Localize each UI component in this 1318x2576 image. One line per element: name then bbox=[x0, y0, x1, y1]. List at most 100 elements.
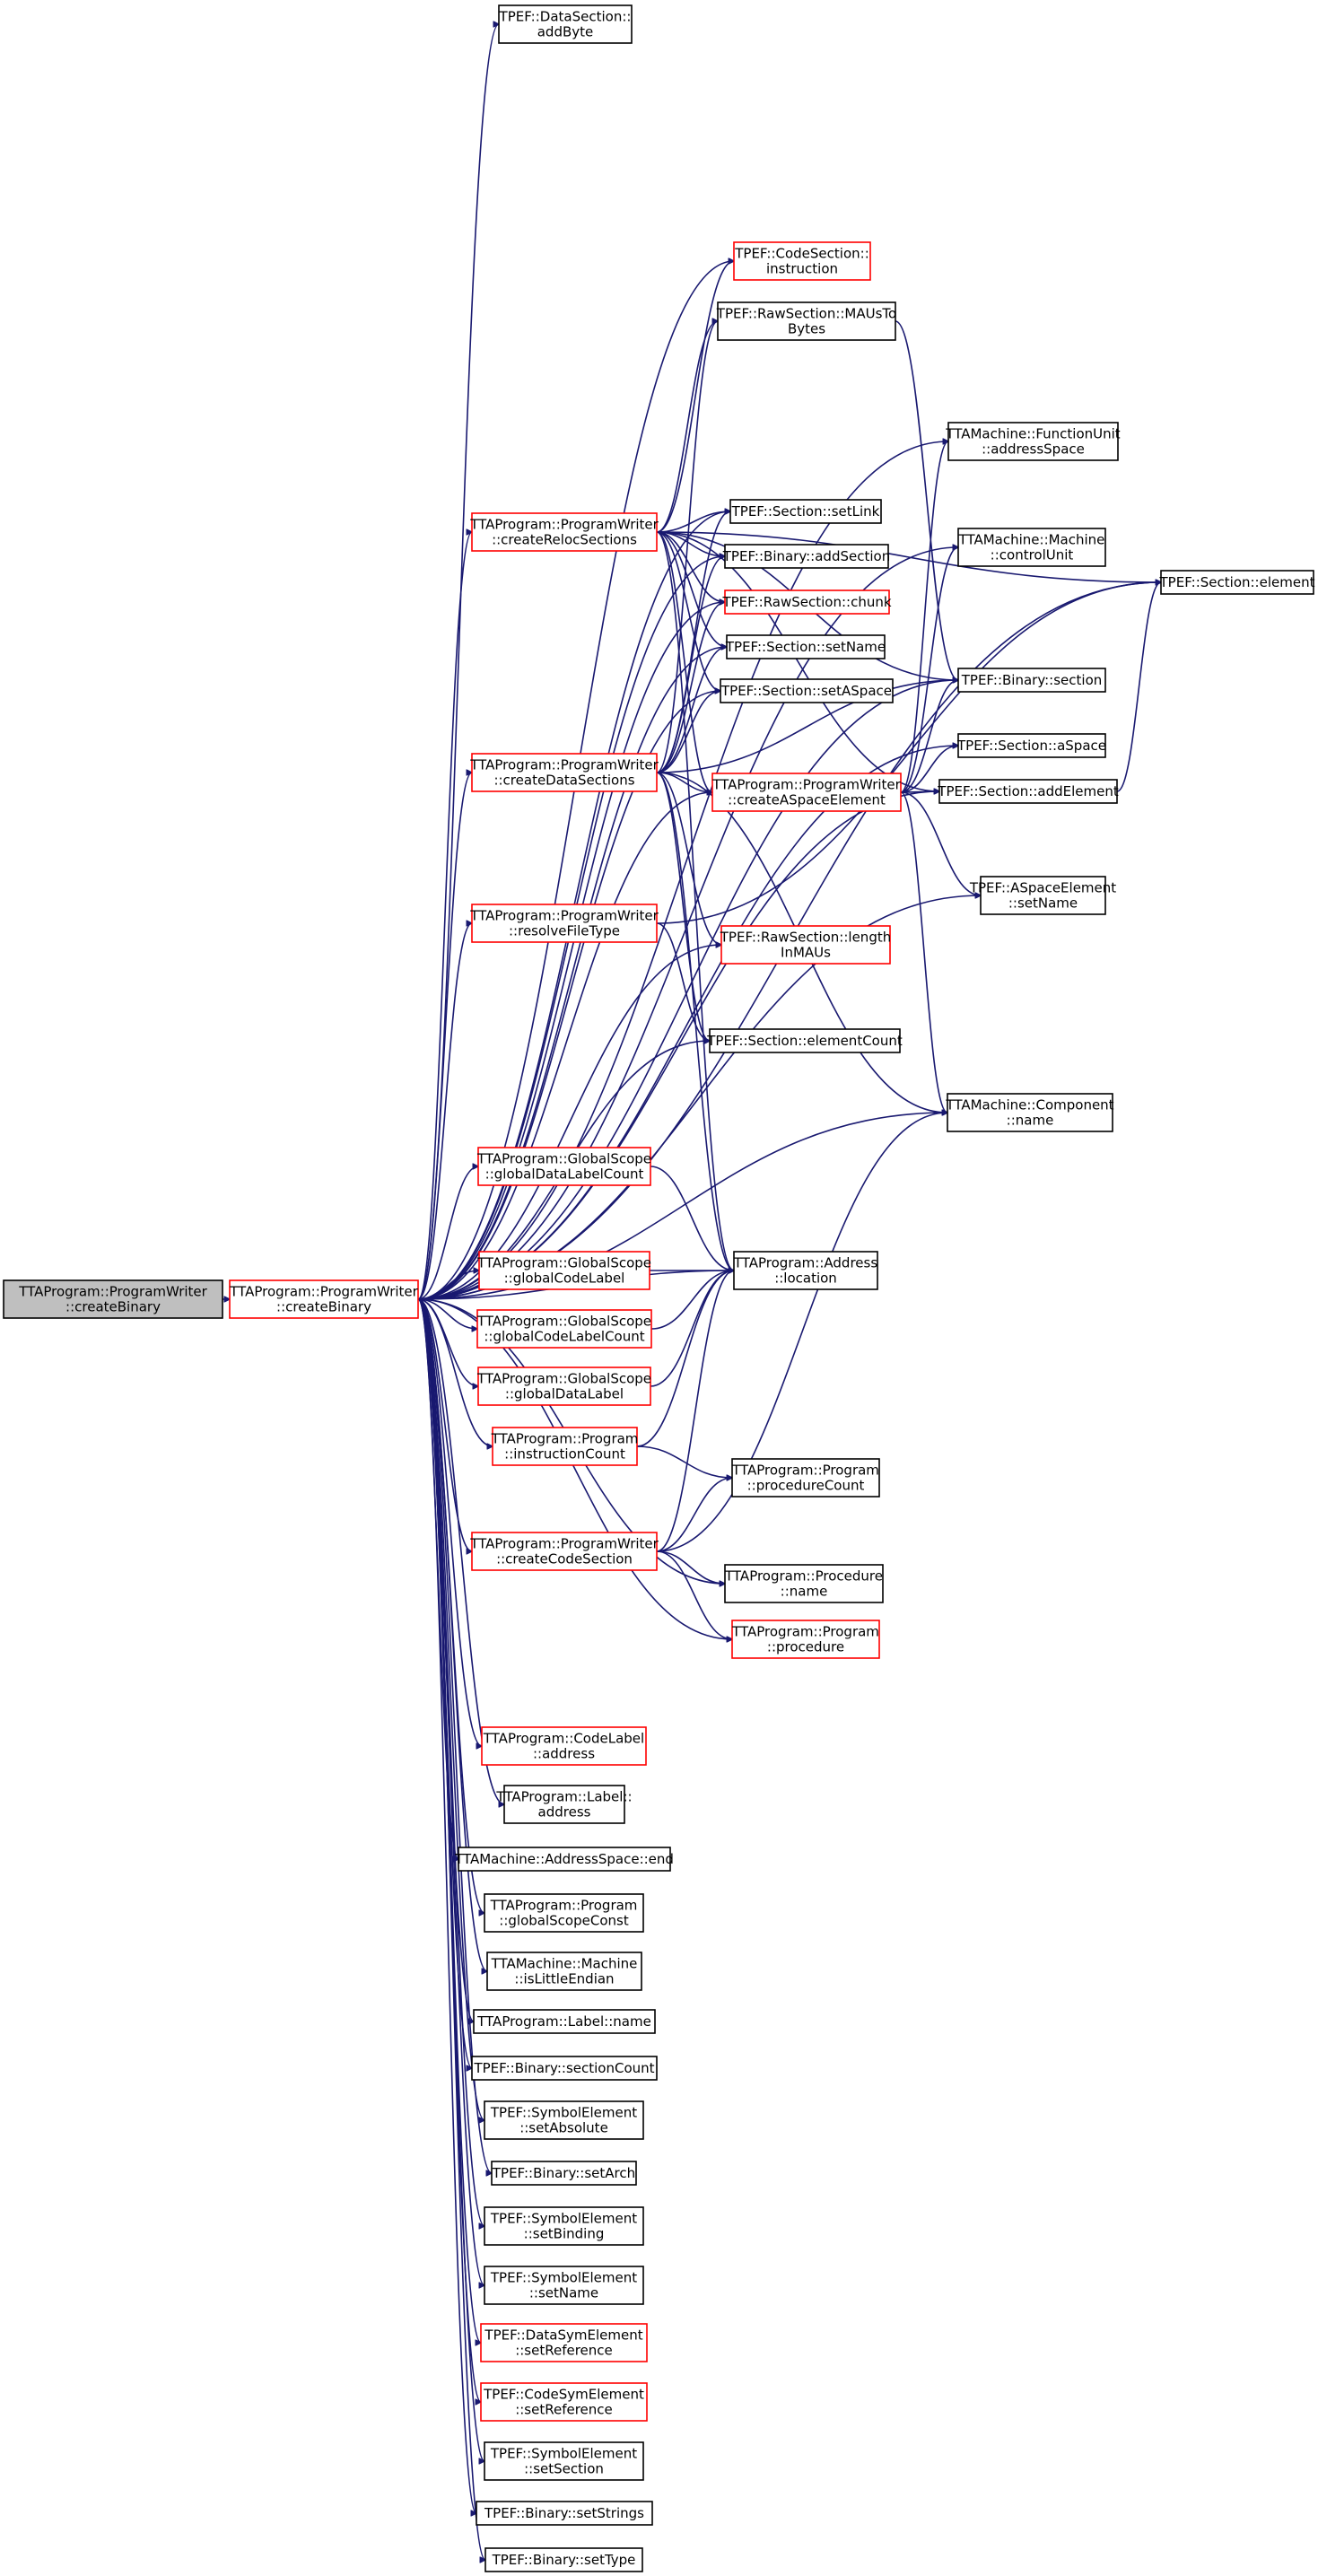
edge-cb-to-chunk bbox=[417, 602, 725, 1300]
edge-data-to-lenMAU bbox=[656, 772, 721, 945]
node-secCount[interactable]: TPEF::Binary::sectionCount bbox=[471, 2056, 658, 2081]
node-fuas[interactable]: TTAMachine::FunctionUnit::addressSpace bbox=[945, 422, 1121, 461]
node-label: TTAMachine::FunctionUnit bbox=[945, 426, 1121, 442]
node-label: TPEF::Section::addElement bbox=[937, 783, 1119, 799]
node-label: TTAProgram::Label:: bbox=[495, 1789, 632, 1805]
node-lAddr[interactable]: TTAProgram::Label::address bbox=[495, 1785, 633, 1824]
node-gclc[interactable]: TTAProgram::GlobalScope::globalCodeLabel… bbox=[476, 1309, 652, 1349]
node-gdl[interactable]: TTAProgram::GlobalScope::globalDataLabel bbox=[476, 1367, 651, 1406]
node-label: ::setReference bbox=[515, 2402, 613, 2418]
node-label: ::globalCodeLabel bbox=[504, 1271, 625, 1287]
node-label: TTAProgram::CodeLabel bbox=[483, 1731, 644, 1747]
node-elCount[interactable]: TPEF::Section::elementCount bbox=[706, 1028, 903, 1053]
node-chunk[interactable]: TPEF::RawSection::chunk bbox=[721, 589, 892, 615]
node-label: ::name bbox=[1007, 1113, 1054, 1129]
node-label: ::address bbox=[533, 1746, 595, 1762]
edge-aspel-to-ctrlUnit bbox=[900, 547, 958, 793]
node-label: ::setAbsolute bbox=[519, 2120, 608, 2136]
node-data[interactable]: TTAProgram::ProgramWriter::createDataSec… bbox=[469, 753, 659, 792]
node-label: ::createASpaceElement bbox=[728, 792, 886, 808]
node-addSection[interactable]: TPEF::Binary::addSection bbox=[722, 544, 890, 569]
node-element[interactable]: TPEF::Section::element bbox=[1159, 570, 1315, 595]
node-symName[interactable]: TPEF::SymbolElement::setName bbox=[484, 2266, 644, 2305]
node-addElement[interactable]: TPEF::Section::addElement bbox=[937, 779, 1119, 804]
node-lName[interactable]: TTAProgram::Label::name bbox=[473, 2009, 656, 2034]
edge-cb-to-icount bbox=[417, 1298, 493, 1446]
edge-reloc-to-setLink bbox=[656, 511, 730, 533]
edge-cb-to-data bbox=[417, 773, 472, 1300]
node-label: ::procedure bbox=[767, 1639, 844, 1655]
node-label: TPEF::SymbolElement bbox=[490, 2211, 637, 2227]
node-addByte[interactable]: TPEF::DataSection::addByte bbox=[498, 4, 633, 44]
node-asEnd[interactable]: TTAMachine::AddressSpace::end bbox=[454, 1847, 674, 1872]
node-symSec[interactable]: TPEF::SymbolElement::setSection bbox=[484, 2441, 644, 2481]
node-setLink[interactable]: TPEF::Section::setLink bbox=[729, 499, 882, 524]
node-gcl[interactable]: TTAProgram::GlobalScope::globalCodeLabel bbox=[476, 1251, 651, 1290]
node-gsc[interactable]: TTAProgram::Program::globalScopeConst bbox=[484, 1893, 644, 1933]
node-label: ::createCodeSection bbox=[496, 1551, 633, 1567]
node-clAddr[interactable]: TTAProgram::CodeLabel::address bbox=[481, 1726, 647, 1766]
node-gdlc[interactable]: TTAProgram::GlobalScope::globalDataLabel… bbox=[476, 1147, 651, 1186]
node-label: TTAProgram::Program bbox=[490, 1898, 638, 1914]
node-code[interactable]: TTAProgram::ProgramWriter::createCodeSec… bbox=[469, 1532, 659, 1571]
edge-cb-to-gdlc bbox=[417, 1166, 478, 1300]
node-label: TTAMachine::Machine bbox=[958, 532, 1105, 548]
edge-maus-to-binSection bbox=[895, 320, 958, 680]
node-procedure[interactable]: TTAProgram::Program::procedure bbox=[731, 1620, 880, 1659]
node-aselName[interactable]: TPEF::ASpaceElement::setName bbox=[969, 876, 1116, 915]
node-compName[interactable]: TTAMachine::Component::name bbox=[945, 1093, 1114, 1132]
node-label: TTAProgram::ProgramWriter bbox=[229, 1284, 418, 1300]
node-location[interactable]: TTAProgram::Address::location bbox=[733, 1251, 878, 1290]
node-setStrings[interactable]: TPEF::Binary::setStrings bbox=[476, 2501, 653, 2526]
node-instr[interactable]: TPEF::CodeSection::instruction bbox=[733, 241, 871, 281]
edge-cb-to-fuas bbox=[417, 441, 948, 1300]
edge-aspel-to-aselName bbox=[900, 791, 981, 895]
node-csRef[interactable]: TPEF::CodeSymElement::setReference bbox=[480, 2382, 648, 2422]
edge-data-to-location bbox=[656, 772, 734, 1271]
node-label: TTAProgram::ProgramWriter bbox=[469, 757, 659, 773]
edge-aspel-to-compName bbox=[900, 791, 947, 1113]
node-label: ::procedureCount bbox=[747, 1478, 865, 1494]
node-setBind[interactable]: TPEF::SymbolElement::setBinding bbox=[484, 2206, 644, 2246]
node-little[interactable]: TTAMachine::Machine::isLittleEndian bbox=[486, 1952, 642, 1991]
node-label: TPEF::SymbolElement bbox=[490, 2446, 637, 2462]
edge-cb-to-setType bbox=[417, 1298, 485, 2560]
node-label: TTAProgram::ProgramWriter bbox=[18, 1284, 207, 1300]
node-setType[interactable]: TPEF::Binary::setType bbox=[484, 2547, 643, 2572]
node-label: TPEF::Section::elementCount bbox=[706, 1033, 903, 1049]
node-root: TTAProgram::ProgramWriter::createBinary bbox=[3, 1279, 223, 1319]
node-resolve[interactable]: TTAProgram::ProgramWriter::resolveFileTy… bbox=[469, 904, 659, 943]
node-pcount[interactable]: TTAProgram::Program::procedureCount bbox=[731, 1458, 880, 1498]
node-setAbs[interactable]: TPEF::SymbolElement::setAbsolute bbox=[484, 2100, 644, 2140]
node-dsRef[interactable]: TPEF::DataSymElement::setReference bbox=[480, 2323, 648, 2362]
node-label: TPEF::Section::setName bbox=[725, 639, 886, 655]
edge-cb-to-reloc bbox=[417, 532, 472, 1300]
node-label: ::globalCodeLabelCount bbox=[484, 1329, 644, 1345]
edge-data-to-addSection bbox=[656, 556, 725, 773]
node-aSpace[interactable]: TPEF::Section::aSpace bbox=[956, 733, 1106, 758]
node-label: TTAMachine::Machine bbox=[491, 1956, 638, 1972]
node-setName[interactable]: TPEF::Section::setName bbox=[725, 634, 886, 659]
edge-cb-to-lAddr bbox=[417, 1298, 504, 1804]
node-procName[interactable]: TTAProgram::Procedure::name bbox=[724, 1564, 884, 1603]
nodes-layer: TTAProgram::ProgramWriter::createBinaryT… bbox=[3, 4, 1315, 2572]
node-reloc[interactable]: TTAProgram::ProgramWriter::createRelocSe… bbox=[469, 512, 659, 552]
node-setASpace[interactable]: TPEF::Section::setASpace bbox=[720, 678, 894, 703]
edge-aspel-to-addElement bbox=[900, 791, 939, 792]
edge-reloc-to-location bbox=[656, 531, 734, 1271]
edge-code-to-procName bbox=[656, 1550, 725, 1584]
node-binSection[interactable]: TPEF::Binary::section bbox=[957, 668, 1106, 693]
node-icount[interactable]: TTAProgram::Program::instructionCount bbox=[491, 1427, 639, 1466]
edge-gdl-to-location bbox=[650, 1271, 734, 1387]
node-aspel[interactable]: TTAProgram::ProgramWriter::createASpaceE… bbox=[711, 773, 902, 812]
node-cb[interactable]: TTAProgram::ProgramWriter::createBinary bbox=[229, 1279, 419, 1319]
node-ctrlUnit[interactable]: TTAMachine::Machine::controlUnit bbox=[957, 528, 1106, 567]
node-setArch[interactable]: TPEF::Binary::setArch bbox=[491, 2161, 637, 2186]
edge-cb-to-code bbox=[417, 1298, 472, 1551]
node-label: TTAProgram::ProgramWriter bbox=[711, 777, 901, 793]
edge-code-to-procedure bbox=[656, 1550, 732, 1639]
node-label: TTAProgram::Label::name bbox=[476, 2013, 651, 2030]
node-label: TPEF::RawSection::length bbox=[720, 930, 891, 946]
